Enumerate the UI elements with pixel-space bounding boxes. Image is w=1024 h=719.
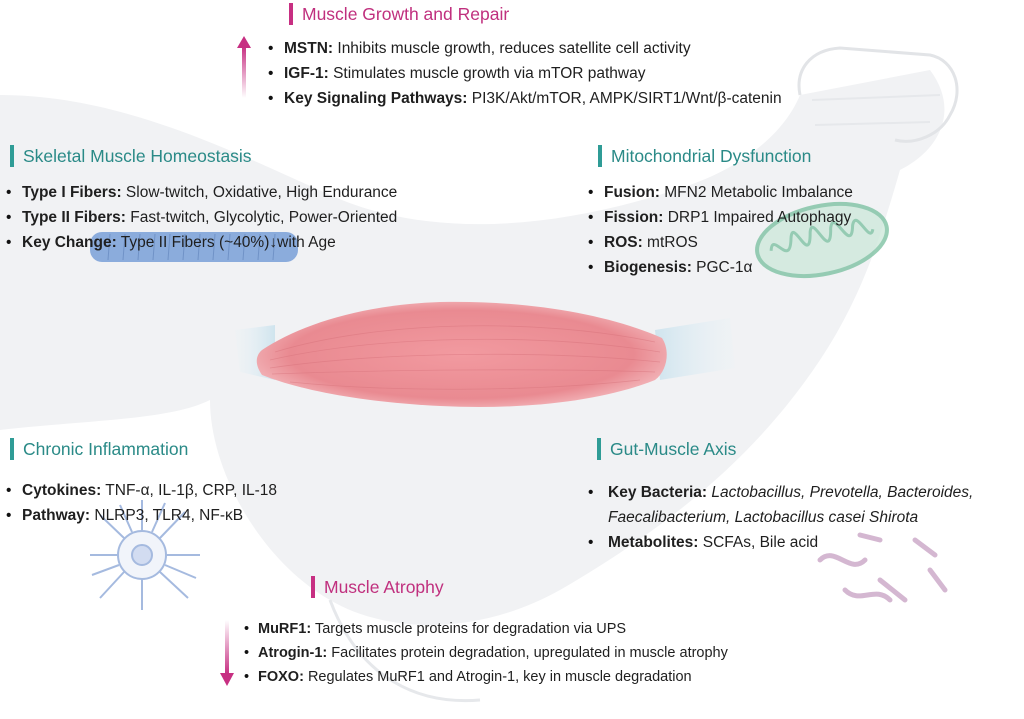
mito-heading: Mitochondrial Dysfunction (598, 145, 811, 167)
gut-title: Gut-Muscle Axis (610, 438, 737, 459)
tendon-right (655, 318, 735, 380)
homeostasis-section: Skeletal Muscle Homeostasis (10, 145, 252, 167)
list-item: Biogenesis: PGC-1α (588, 255, 853, 280)
list-item-continuation: Faecalibacterium, Lactobacillus casei Sh… (608, 509, 919, 526)
list-item: Atrogin-1: Facilitates protein degradati… (244, 641, 728, 665)
heading-accent-bar (10, 145, 14, 167)
heading-accent-bar (289, 3, 293, 25)
down-arrow-icon (220, 620, 234, 686)
inflammation-list: Cytokines: TNF-α, IL-1β, CRP, IL-18 Path… (6, 478, 277, 528)
mito-title: Mitochondrial Dysfunction (611, 145, 812, 166)
mito-section: Mitochondrial Dysfunction (598, 145, 811, 167)
gut-list: Key Bacteria: Lactobacillus, Prevotella,… (588, 480, 973, 555)
atrophy-list: MuRF1: Targets muscle proteins for degra… (244, 617, 728, 689)
list-item: Type I Fibers: Slow-twitch, Oxidative, H… (6, 180, 397, 205)
homeostasis-title: Skeletal Muscle Homeostasis (23, 145, 252, 166)
mito-list: Fusion: MFN2 Metabolic Imbalance Fission… (588, 180, 853, 280)
list-item: Metabolites: SCFAs, Bile acid (588, 530, 973, 555)
list-item: Key Bacteria: Lactobacillus, Prevotella,… (588, 480, 973, 505)
gut-heading: Gut-Muscle Axis (597, 438, 736, 460)
atrophy-title: Muscle Atrophy (324, 576, 444, 597)
homeostasis-list: Type I Fibers: Slow-twitch, Oxidative, H… (6, 180, 397, 255)
list-item: Fusion: MFN2 Metabolic Imbalance (588, 180, 853, 205)
atrophy-section: Muscle Atrophy (311, 576, 444, 598)
inflammation-title: Chronic Inflammation (23, 438, 189, 459)
list-item: Key Signaling Pathways: PI3K/Akt/mTOR, A… (268, 86, 782, 111)
list-item: MSTN: Inhibits muscle growth, reduces sa… (268, 36, 782, 61)
list-item: MuRF1: Targets muscle proteins for degra… (244, 617, 728, 641)
heading-accent-bar (598, 145, 602, 167)
growth-title: Muscle Growth and Repair (302, 3, 510, 24)
gut-section: Gut-Muscle Axis (597, 438, 736, 460)
list-item: ROS: mtROS (588, 230, 853, 255)
atrophy-heading: Muscle Atrophy (311, 576, 444, 598)
list-item: FOXO: Regulates MuRF1 and Atrogin-1, key… (244, 665, 728, 689)
homeostasis-heading: Skeletal Muscle Homeostasis (10, 145, 252, 167)
heading-accent-bar (311, 576, 315, 598)
heading-accent-bar (10, 438, 14, 460)
inflammation-heading: Chronic Inflammation (10, 438, 188, 460)
growth-section: Muscle Growth and Repair (289, 3, 509, 25)
growth-heading: Muscle Growth and Repair (289, 3, 509, 25)
list-item: IGF-1: Stimulates muscle growth via mTOR… (268, 61, 782, 86)
list-item: Key Change: Type II Fibers (~40%)↓with A… (6, 230, 397, 255)
growth-list: MSTN: Inhibits muscle growth, reduces sa… (268, 36, 782, 111)
heading-accent-bar (597, 438, 601, 460)
inflammation-section: Chronic Inflammation (10, 438, 188, 460)
list-item: Type II Fibers: Fast-twitch, Glycolytic,… (6, 205, 397, 230)
fist-outline (797, 46, 959, 143)
list-item: Fission: DRP1 Impaired Autophagy (588, 205, 853, 230)
up-arrow-icon (237, 36, 251, 98)
list-item: Cytokines: TNF-α, IL-1β, CRP, IL-18 (6, 478, 277, 503)
list-item: Pathway: NLRP3, TLR4, NF-κB (6, 503, 277, 528)
